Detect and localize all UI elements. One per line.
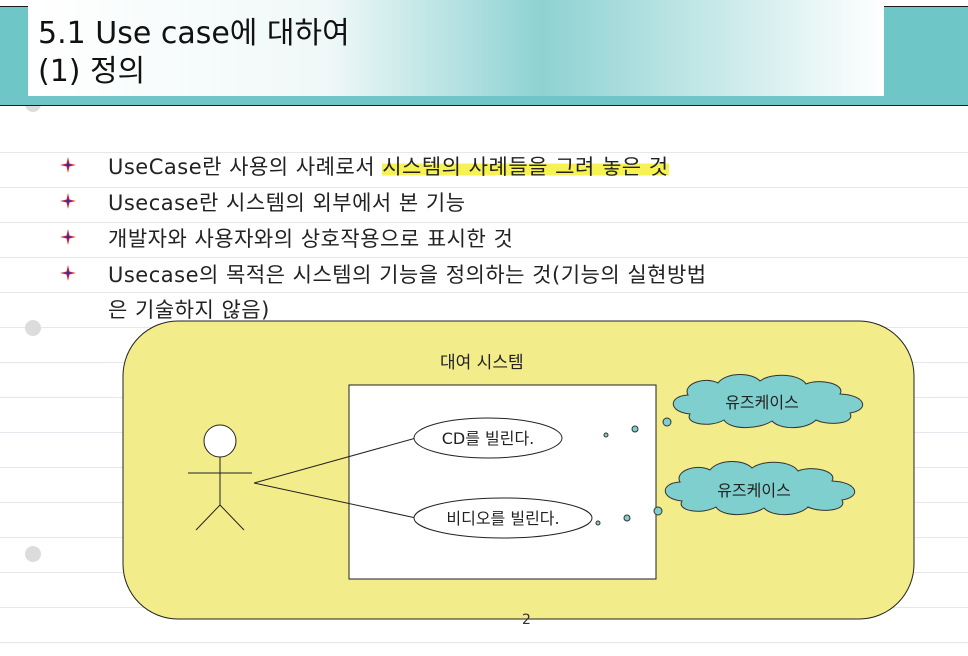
sparkle-bullet-icon xyxy=(60,193,76,209)
binder-hole xyxy=(25,320,41,336)
system-boundary xyxy=(348,384,657,580)
callout-label-1: 유즈케이스 xyxy=(725,393,799,412)
association-line xyxy=(253,437,417,484)
usecase-ellipse-video xyxy=(413,497,593,539)
usecase-ellipse-cd xyxy=(413,417,563,459)
actor-icon xyxy=(188,424,252,531)
usecase-label-video: 비디오를 빌린다. xyxy=(446,509,559,528)
list-item: Usecase란 시스템의 외부에서 본 기능 xyxy=(60,184,860,220)
association-line xyxy=(253,482,417,519)
title-box xyxy=(28,0,884,96)
bullet-list: UseCase란 사용의 사례로서 시스템의 사례들을 그려 놓은 것 Usec… xyxy=(60,148,860,322)
bullet-text: 개발자와 사용자와의 상호작용으로 표시한 것 xyxy=(108,227,514,251)
slide-subtitle: (1) 정의 xyxy=(38,54,146,89)
bullet-text: Usecase란 시스템의 외부에서 본 기능 xyxy=(108,191,466,215)
list-item: 개발자와 사용자와의 상호작용으로 표시한 것 xyxy=(60,220,860,256)
page-number: 2 xyxy=(522,612,531,628)
callout-label-2: 유즈케이스 xyxy=(717,481,791,500)
callout-cloud-2: 유즈케이스 xyxy=(595,461,855,526)
binder-hole xyxy=(25,546,41,562)
bullet-text: UseCase란 사용의 사례로서 시스템의 사례들을 그려 놓은 것 xyxy=(108,155,669,179)
callout-cloud-1: 유즈케이스 xyxy=(603,374,863,438)
system-label: 대여 시스템 xyxy=(440,353,524,373)
sparkle-bullet-icon xyxy=(60,229,76,245)
usecase-label-cd: CD를 빌린다. xyxy=(442,429,535,448)
bullet-text: Usecase의 목적은 시스템의 기능을 정의하는 것(기능의 실현방법 xyxy=(108,263,707,287)
list-item: UseCase란 사용의 사례로서 시스템의 사례들을 그려 놓은 것 xyxy=(60,148,860,184)
highlighted-text: 시스템의 사례들을 그려 놓은 것 xyxy=(382,155,669,179)
list-item: Usecase의 목적은 시스템의 기능을 정의하는 것(기능의 실현방법 은 … xyxy=(60,256,860,322)
sparkle-bullet-icon xyxy=(60,265,76,281)
sparkle-bullet-icon xyxy=(60,157,76,173)
slide-title: 5.1 Use case에 대하여 xyxy=(38,16,350,51)
bullet-text-continuation: 은 기술하지 않음) xyxy=(108,298,270,322)
